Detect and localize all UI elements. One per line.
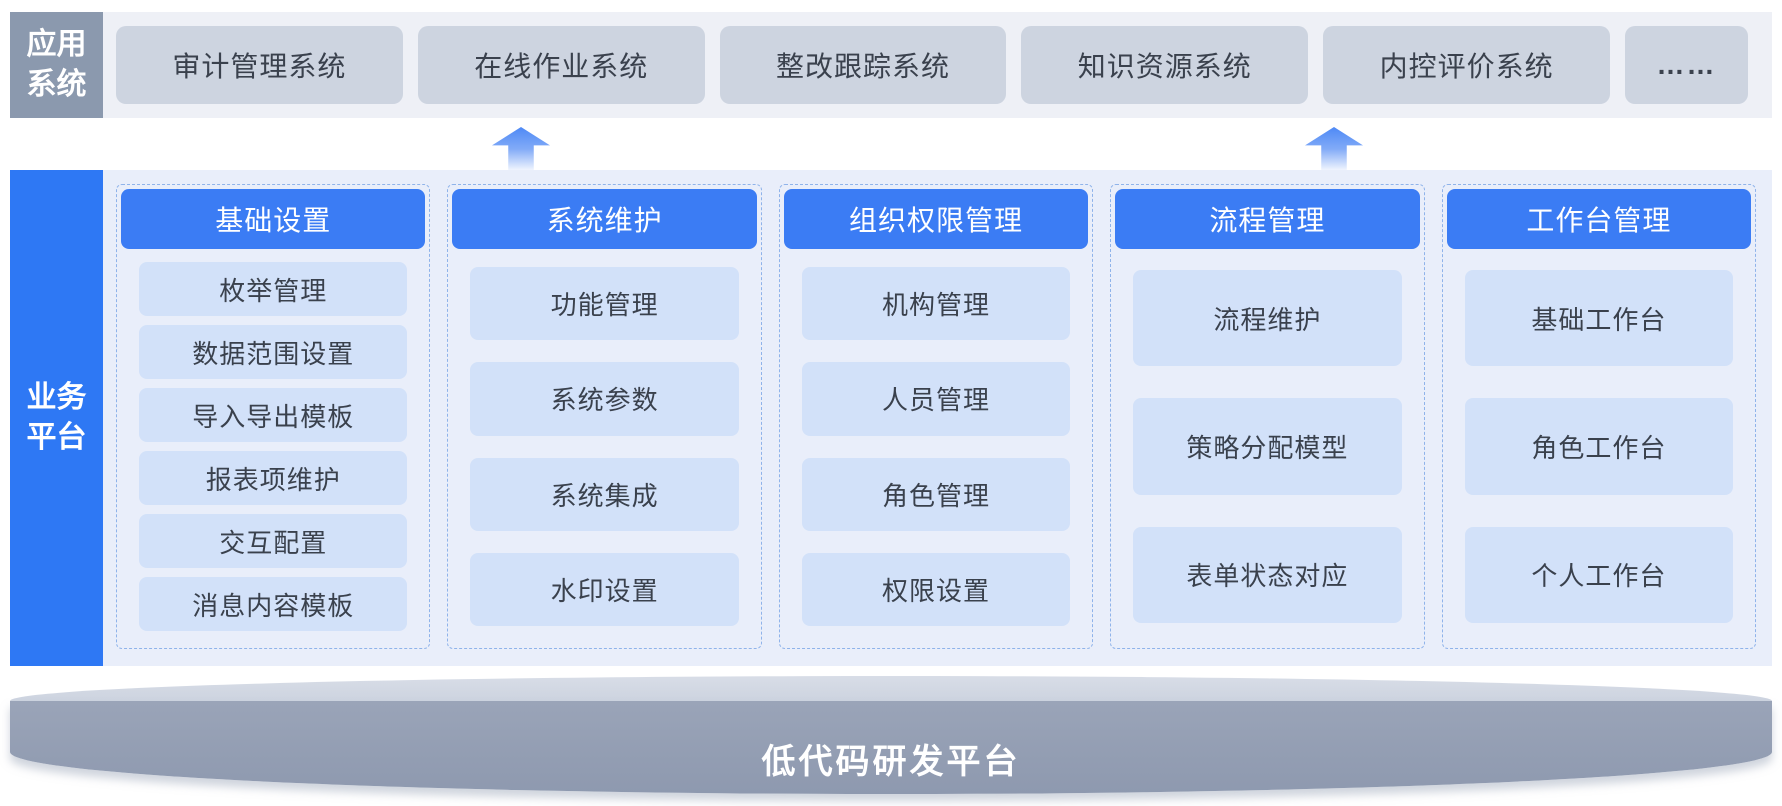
column-header: 基础设置 xyxy=(121,189,426,249)
module-box: 基础工作台 xyxy=(1464,270,1734,367)
system-box: 内控评价系统 xyxy=(1323,26,1610,104)
column-header: 工作台管理 xyxy=(1446,189,1752,249)
column-header: 组织权限管理 xyxy=(783,189,1089,249)
module-box: 个人工作台 xyxy=(1464,526,1734,623)
module-box: 数据范围设置 xyxy=(139,325,408,379)
up-arrow-icon xyxy=(1305,127,1363,173)
low-code-platform-title: 低代码研发平台 xyxy=(761,743,1021,781)
column-header: 流程管理 xyxy=(1115,189,1420,249)
system-box: 整改跟踪系统 xyxy=(719,26,1007,104)
module-box: 枚举管理 xyxy=(139,262,408,316)
system-box: 审计管理系统 xyxy=(116,26,403,104)
module-box: 功能管理 xyxy=(470,267,739,341)
column-items: 基础工作台角色工作台个人工作台 xyxy=(1447,249,1751,644)
module-box: 导入导出模板 xyxy=(139,388,408,442)
system-box-more: …… xyxy=(1624,26,1748,104)
module-box: 系统集成 xyxy=(470,457,739,531)
module-box: 交互配置 xyxy=(139,514,408,568)
systems-row: 审计管理系统在线作业系统整改跟踪系统知识资源系统内控评价系统…… xyxy=(103,12,1772,118)
business-platform-band: 业务 平台 基础设置枚举管理数据范围设置导入导出模板报表项维护交互配置消息内容模… xyxy=(10,170,1772,666)
module-box: 消息内容模板 xyxy=(139,577,408,631)
platform-column: 工作台管理基础工作台角色工作台个人工作台 xyxy=(1441,184,1757,649)
system-box: 在线作业系统 xyxy=(417,26,705,104)
platform-column: 系统维护功能管理系统参数系统集成水印设置 xyxy=(447,184,762,649)
column-items: 功能管理系统参数系统集成水印设置 xyxy=(452,249,756,644)
module-box: 表单状态对应 xyxy=(1133,526,1402,623)
column-items: 流程维护策略分配模型表单状态对应 xyxy=(1115,249,1419,644)
application-systems-label: 应用 系统 xyxy=(10,12,103,118)
application-systems-band: 应用 系统 审计管理系统在线作业系统整改跟踪系统知识资源系统内控评价系统…… xyxy=(10,12,1772,118)
column-items: 机构管理人员管理角色管理权限设置 xyxy=(784,249,1088,644)
column-header: 系统维护 xyxy=(452,189,757,249)
platform-column: 基础设置枚举管理数据范围设置导入导出模板报表项维护交互配置消息内容模板 xyxy=(116,184,431,649)
disc-body xyxy=(10,701,1772,794)
platform-column: 组织权限管理机构管理人员管理角色管理权限设置 xyxy=(778,184,1094,649)
business-platform-label: 业务 平台 xyxy=(10,170,103,666)
up-arrow-icon xyxy=(492,127,550,173)
module-box: 水印设置 xyxy=(470,552,739,626)
module-box: 机构管理 xyxy=(801,267,1071,341)
platform-column: 流程管理流程维护策略分配模型表单状态对应 xyxy=(1110,184,1425,649)
module-box: 流程维护 xyxy=(1133,270,1402,367)
module-box: 系统参数 xyxy=(470,362,739,436)
low-code-platform-disc: 低代码研发平台 xyxy=(10,676,1772,794)
module-box: 策略分配模型 xyxy=(1133,398,1402,495)
system-box: 知识资源系统 xyxy=(1021,26,1309,104)
column-items: 枚举管理数据范围设置导入导出模板报表项维护交互配置消息内容模板 xyxy=(121,249,425,644)
module-box: 权限设置 xyxy=(801,552,1071,626)
platform-columns: 基础设置枚举管理数据范围设置导入导出模板报表项维护交互配置消息内容模板系统维护功… xyxy=(103,170,1772,666)
module-box: 角色工作台 xyxy=(1464,398,1734,495)
module-box: 角色管理 xyxy=(801,457,1071,531)
module-box: 报表项维护 xyxy=(139,451,408,505)
module-box: 人员管理 xyxy=(801,362,1071,436)
